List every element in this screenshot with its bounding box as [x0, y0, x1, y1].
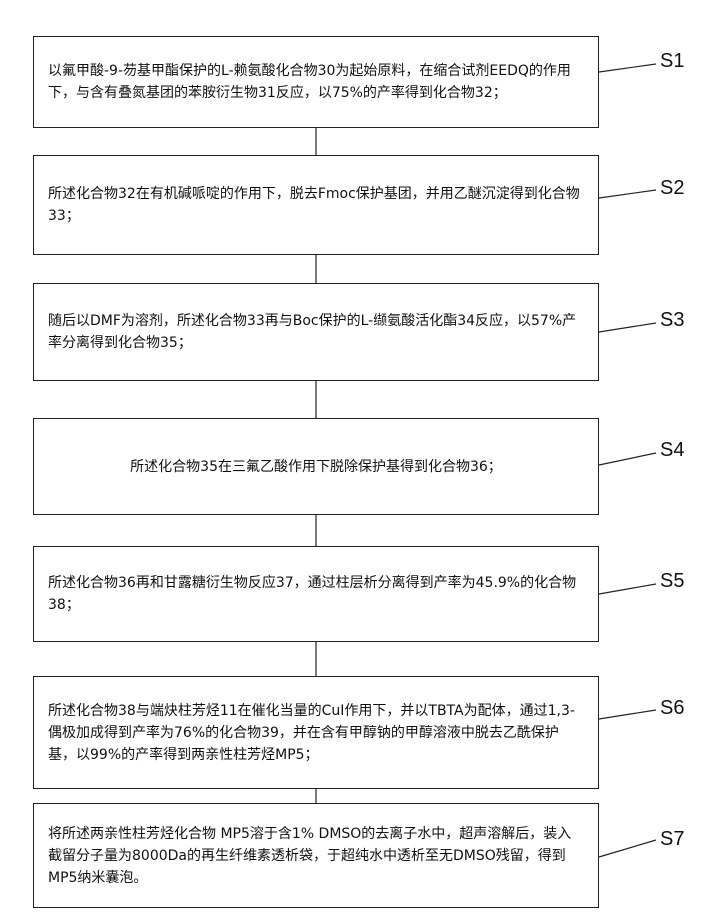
step-box-s2: 所述化合物32在有机碱哌啶的作用下，脱去Fmoc保护基团，并用乙醚沉淀得到化合物…	[33, 155, 599, 255]
step-box-s1: 以氟甲酸-9-芴基甲酯保护的L-赖氨酸化合物30为起始原料，在缩合试剂EEDQ的…	[33, 36, 599, 128]
step-label-s1: S1	[660, 50, 684, 73]
step-label-s7: S7	[660, 828, 684, 851]
step-text-s4: 所述化合物35在三氟乙酸作用下脱除保护基得到化合物36；	[130, 456, 502, 478]
step-label-s3: S3	[660, 309, 684, 332]
step-label-s2: S2	[660, 177, 684, 200]
step-box-s3: 随后以DMF为溶剂，所述化合物33再与Boc保护的L-缬氨酸活化酯34反应，以5…	[33, 283, 599, 381]
step-label-s5: S5	[660, 570, 684, 593]
step-text-s7: 将所述两亲性柱芳烃化合物 MP5溶于含1% DMSO的去离子水中，超声溶解后，装…	[48, 823, 584, 889]
step-box-s6: 所述化合物38与端炔柱芳烃11在催化当量的CuI作用下，并以TBTA为配体，通过…	[33, 676, 599, 789]
step-text-s5: 所述化合物36再和甘露糖衍生物反应37，通过柱层析分离得到产率为45.9%的化合…	[48, 572, 584, 616]
step-text-s3: 随后以DMF为溶剂，所述化合物33再与Boc保护的L-缬氨酸活化酯34反应，以5…	[48, 310, 584, 354]
step-text-s6: 所述化合物38与端炔柱芳烃11在催化当量的CuI作用下，并以TBTA为配体，通过…	[48, 700, 584, 766]
step-text-s1: 以氟甲酸-9-芴基甲酯保护的L-赖氨酸化合物30为起始原料，在缩合试剂EEDQ的…	[48, 60, 584, 104]
step-label-s6: S6	[660, 697, 684, 720]
step-text-s2: 所述化合物32在有机碱哌啶的作用下，脱去Fmoc保护基团，并用乙醚沉淀得到化合物…	[48, 183, 584, 227]
step-box-s5: 所述化合物36再和甘露糖衍生物反应37，通过柱层析分离得到产率为45.9%的化合…	[33, 546, 599, 642]
step-box-s7: 将所述两亲性柱芳烃化合物 MP5溶于含1% DMSO的去离子水中，超声溶解后，装…	[33, 803, 599, 908]
step-box-s4: 所述化合物35在三氟乙酸作用下脱除保护基得到化合物36；	[33, 418, 599, 515]
step-label-s4: S4	[660, 439, 684, 462]
